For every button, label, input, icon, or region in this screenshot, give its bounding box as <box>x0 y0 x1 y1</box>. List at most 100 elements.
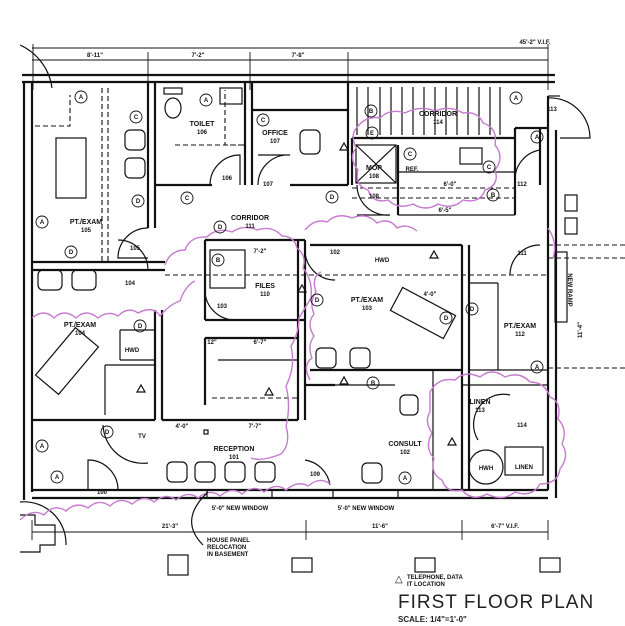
svg-text:B: B <box>491 193 496 199</box>
room-name-103: PT./EXAM <box>351 297 383 304</box>
svg-text:4'-0": 4'-0" <box>424 292 437 298</box>
room-num-108: 108 <box>369 174 380 180</box>
svg-text:4'-0": 4'-0" <box>176 424 189 430</box>
room-num-101: 101 <box>229 455 240 461</box>
svg-text:109: 109 <box>310 472 321 478</box>
drawing-title: FIRST FLOOR PLAN <box>398 592 595 613</box>
room-name-112: PT./EXAM <box>504 323 536 330</box>
svg-text:7'-8": 7'-8" <box>292 53 305 59</box>
svg-text:114: 114 <box>517 423 527 429</box>
svg-text:D: D <box>136 199 141 205</box>
svg-text:NEW RAMP: NEW RAMP <box>566 273 572 306</box>
svg-text:5'-0" NEW WINDOW: 5'-0" NEW WINDOW <box>338 506 395 512</box>
telephone-data-symbols <box>135 141 458 446</box>
room-name-101: RECEPTION <box>214 446 255 453</box>
legend-triangle-icon: △ <box>395 574 403 585</box>
dimension-labels: 45'-2" V.I.F. 8'-11" 7'-2" 7'-8" 21'-3" … <box>87 40 584 530</box>
svg-text:E: E <box>370 131 374 137</box>
room-name-108: MOP <box>366 165 382 172</box>
room-num-112: 112 <box>515 332 525 338</box>
svg-text:A: A <box>514 96 519 102</box>
svg-text:105: 105 <box>130 246 141 252</box>
room-name-113: LINEN <box>470 399 491 406</box>
svg-text:A: A <box>55 475 60 481</box>
svg-text:A: A <box>204 98 209 104</box>
door-swings <box>19 97 591 546</box>
svg-text:A: A <box>403 476 408 482</box>
revision-clouds <box>19 107 567 521</box>
dashed-lines <box>35 88 625 369</box>
svg-text:A: A <box>40 444 45 450</box>
svg-text:102: 102 <box>330 250 341 256</box>
door-swing-entry <box>19 44 53 89</box>
svg-text:HWD: HWD <box>125 348 140 354</box>
note-line-3: IN BASEMENT <box>207 552 249 558</box>
room-name-114a: CORRIDOR <box>419 111 457 118</box>
svg-text:21'-3": 21'-3" <box>162 524 178 530</box>
svg-text:B: B <box>216 258 221 264</box>
room-num-110: 110 <box>260 292 270 298</box>
legend-line-1: TELEPHONE, DATA <box>407 575 463 581</box>
svg-text:C: C <box>487 165 492 171</box>
svg-text:D: D <box>315 298 320 304</box>
svg-text:6'-5": 6'-5" <box>439 208 452 214</box>
svg-text:7'-2": 7'-2" <box>254 249 267 255</box>
door-numbers: 106 107 108 105 104 103 109 100 112 111 … <box>97 107 558 496</box>
svg-text:HWH: HWH <box>479 466 493 472</box>
room-num-102: 102 <box>400 450 411 456</box>
room-num-107: 107 <box>270 139 281 145</box>
furniture <box>20 87 578 576</box>
legend-line-2: IT LOCATION <box>407 582 445 588</box>
svg-text:B: B <box>369 109 374 115</box>
svg-text:TV: TV <box>138 434 146 440</box>
svg-text:D: D <box>444 316 449 322</box>
svg-text:D: D <box>69 250 74 256</box>
room-num-114a: 114 <box>433 120 443 126</box>
svg-text:113: 113 <box>547 107 557 113</box>
fixture-labels: REF. HWD HWD TV HWH LINEN <box>125 167 533 472</box>
house-panel-note: HOUSE PANEL RELOCATION IN BASEMENT <box>207 538 250 559</box>
svg-text:7'-2": 7'-2" <box>192 53 205 59</box>
interior-walls <box>32 82 548 490</box>
room-name-110: FILES <box>255 283 275 290</box>
svg-text:11'-6": 11'-6" <box>372 524 388 530</box>
svg-text:6'-7" V.I.F.: 6'-7" V.I.F. <box>491 524 519 530</box>
svg-text:A: A <box>79 95 84 101</box>
svg-text:6'-7": 6'-7" <box>254 340 267 346</box>
legend-text: TELEPHONE, DATA IT LOCATION <box>407 575 463 589</box>
svg-text:D: D <box>330 195 335 201</box>
svg-text:5'-0" NEW WINDOW: 5'-0" NEW WINDOW <box>212 506 269 512</box>
bottom-dimension-lines <box>31 520 549 540</box>
room-name-111: CORRIDOR <box>231 215 269 222</box>
drawing-scale: SCALE: 1/4"=1'-0" <box>398 615 467 624</box>
room-name-105: PT./EXAM <box>70 219 102 226</box>
room-num-103: 103 <box>362 306 373 312</box>
svg-text:112: 112 <box>517 182 527 188</box>
svg-text:8'-11": 8'-11" <box>87 53 103 59</box>
svg-text:D: D <box>218 225 223 231</box>
svg-text:HWD: HWD <box>375 258 390 264</box>
svg-text:D: D <box>138 324 143 330</box>
room-name-102: CONSULT <box>388 441 422 448</box>
equipment-tags: A C A C D C A D B E A A C B D C D B D D … <box>35 90 544 485</box>
svg-text:6'-0": 6'-0" <box>444 182 457 188</box>
note-line-2: RELOCATION <box>207 545 247 551</box>
room-num-105: 105 <box>81 228 92 234</box>
svg-text:A: A <box>535 135 540 141</box>
svg-text:111: 111 <box>517 251 527 257</box>
svg-text:103: 103 <box>217 304 228 310</box>
note-line-1: HOUSE PANEL <box>207 538 250 544</box>
svg-text:107: 107 <box>263 182 274 188</box>
svg-text:A: A <box>40 220 45 226</box>
room-num-106: 106 <box>197 130 208 136</box>
svg-text:C: C <box>261 118 266 124</box>
room-num-111: 111 <box>245 224 255 230</box>
svg-text:LINEN: LINEN <box>515 465 533 471</box>
top-dimension-lines <box>32 44 549 90</box>
svg-text:C: C <box>185 196 190 202</box>
svg-text:11'-4": 11'-4" <box>578 322 584 338</box>
room-labels: PT./EXAM 105 TOILET 106 OFFICE 107 CORRI… <box>64 111 536 461</box>
svg-text:106: 106 <box>222 176 233 182</box>
svg-text:7'-7": 7'-7" <box>249 424 262 430</box>
